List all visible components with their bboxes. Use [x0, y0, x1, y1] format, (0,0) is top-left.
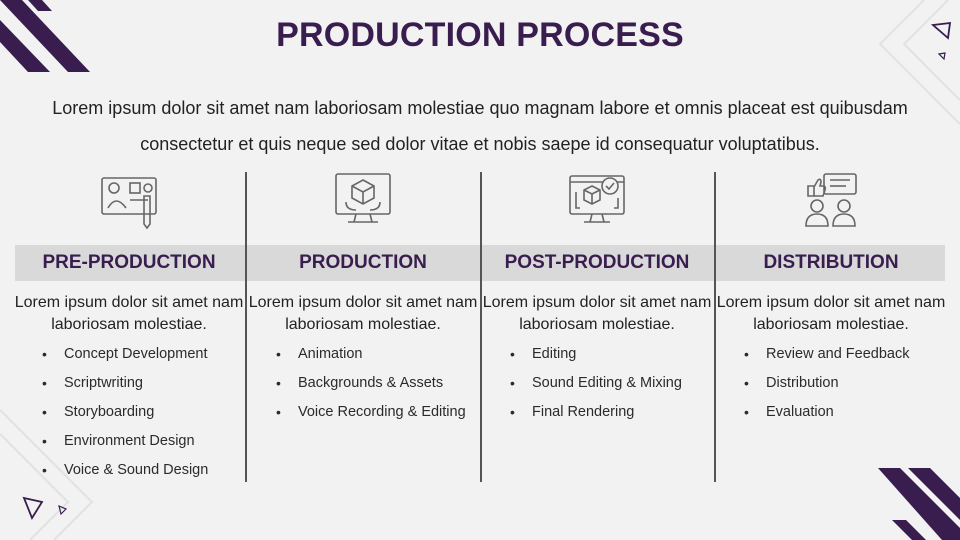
stage-task-list: Editing Sound Editing & Mixing Final Ren… — [482, 340, 712, 427]
column-divider — [714, 172, 716, 482]
list-item: Distribution — [744, 369, 946, 398]
list-item: Evaluation — [744, 398, 946, 427]
stage-column-production: PRODUCTION Lorem ipsum dolor sit amet na… — [248, 168, 478, 427]
list-item: Scriptwriting — [42, 369, 244, 398]
intro-paragraph: Lorem ipsum dolor sit amet nam laboriosa… — [52, 98, 908, 154]
stage-column-distribution: DISTRIBUTION Lorem ipsum dolor sit amet … — [716, 168, 946, 427]
list-item: Storyboarding — [42, 398, 244, 427]
stage-heading: PRODUCTION — [299, 252, 427, 273]
triangle-icon-bottom-left — [22, 496, 68, 520]
column-divider — [480, 172, 482, 482]
list-item: Final Rendering — [510, 398, 712, 427]
list-item: Voice Recording & Editing — [276, 398, 478, 427]
stage-column-post-production: POST-PRODUCTION Lorem ipsum dolor sit am… — [482, 168, 712, 427]
3d-cube-monitor-icon — [248, 168, 478, 230]
page-title: PRODUCTION PROCESS — [276, 16, 684, 54]
list-item: Animation — [276, 340, 478, 369]
stage-task-list: Concept Development Scriptwriting Storyb… — [14, 340, 244, 485]
stage-description: Lorem ipsum dolor sit amet nam laboriosa… — [482, 294, 712, 333]
list-item: Backgrounds & Assets — [276, 369, 478, 398]
list-item: Concept Development — [42, 340, 244, 369]
stage-heading: PRE-PRODUCTION — [42, 252, 216, 273]
corner-outline-bottom-left — [0, 409, 94, 540]
stage-heading: DISTRIBUTION — [763, 252, 899, 273]
stage-description: Lorem ipsum dolor sit amet nam laboriosa… — [14, 294, 244, 333]
corner-stripes-top-left — [0, 0, 90, 72]
list-item: Review and Feedback — [744, 340, 946, 369]
list-item: Voice & Sound Design — [42, 456, 244, 485]
stage-task-list: Animation Backgrounds & Assets Voice Rec… — [248, 340, 478, 427]
list-item: Sound Editing & Mixing — [510, 369, 712, 398]
stage-task-list: Review and Feedback Distribution Evaluat… — [716, 340, 946, 427]
stage-description: Lorem ipsum dolor sit amet nam laboriosa… — [716, 294, 946, 333]
column-divider — [245, 172, 247, 482]
triangle-icon-top-right — [930, 21, 952, 61]
stage-heading: POST-PRODUCTION — [504, 252, 690, 273]
corner-stripes-bottom-right — [878, 468, 960, 540]
corner-outline-top-right — [878, 0, 960, 125]
design-tools-icon — [14, 168, 244, 230]
list-item: Environment Design — [42, 427, 244, 456]
stage-description: Lorem ipsum dolor sit amet nam laboriosa… — [248, 294, 478, 333]
list-item: Editing — [510, 340, 712, 369]
feedback-users-icon — [716, 168, 946, 230]
stage-column-pre-production: PRE-PRODUCTION Lorem ipsum dolor sit ame… — [14, 168, 244, 485]
render-check-monitor-icon — [482, 168, 712, 230]
